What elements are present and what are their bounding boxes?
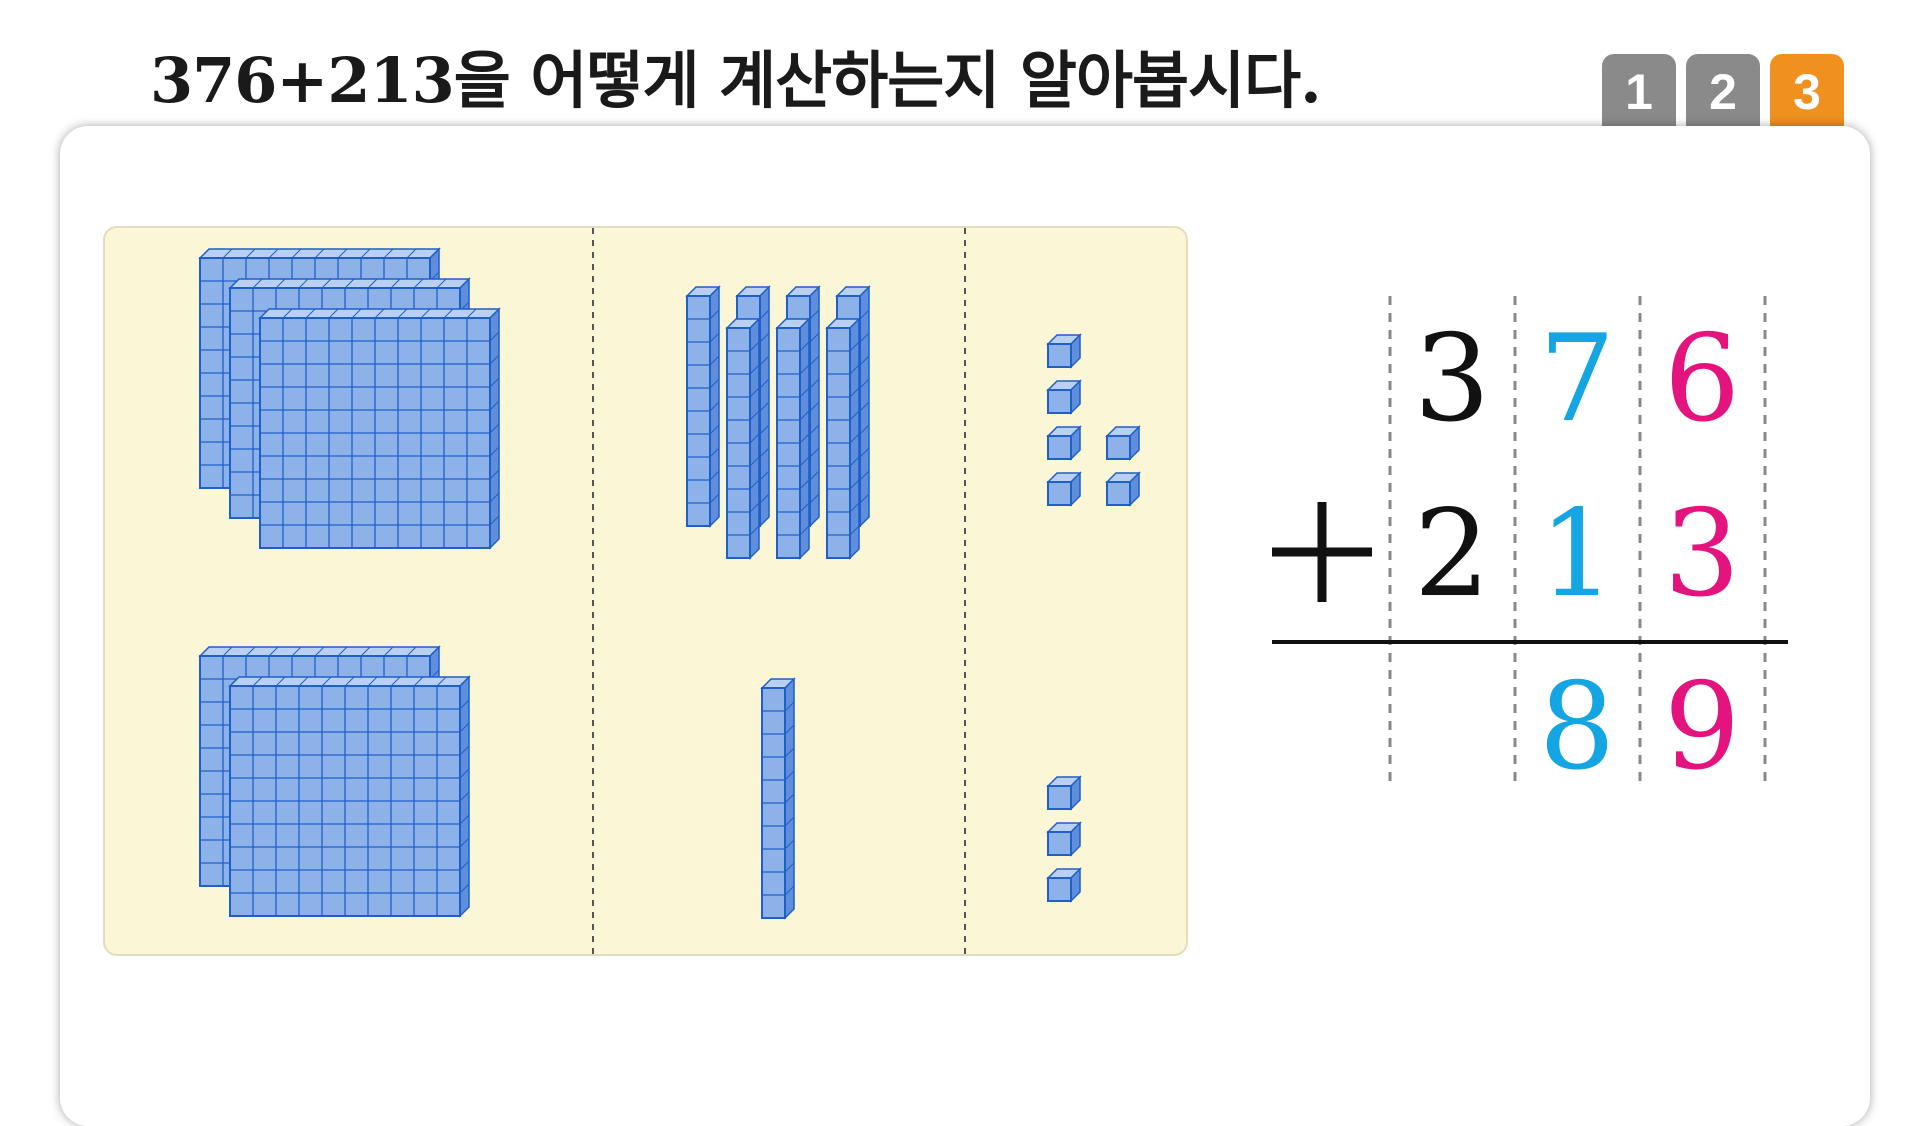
- ten-rod: [685, 285, 721, 528]
- row1-ones-digit: 6: [1664, 310, 1740, 449]
- unit-cube: [1046, 379, 1082, 415]
- unit-cube: [1046, 333, 1082, 369]
- unit-cube: [1046, 471, 1082, 507]
- page-title: 376+213을 어떻게 계산하는지 알아봅시다.: [150, 44, 1322, 117]
- step-tabs: 1 2 3: [1602, 54, 1844, 134]
- hundred-block: [258, 307, 501, 550]
- result-ones-digit: 9: [1664, 658, 1740, 797]
- ten-rod: [760, 677, 796, 920]
- row1-hundreds-digit: 3: [1414, 310, 1490, 449]
- base-ten-blocks-illustration: [198, 228, 1141, 954]
- row2-hundreds-digit: 2: [1414, 485, 1490, 624]
- unit-cube: [1046, 425, 1082, 461]
- step-tab-3[interactable]: 3: [1770, 54, 1844, 134]
- unit-cube: [1046, 821, 1082, 857]
- unit-cube: [1046, 867, 1082, 903]
- unit-cube: [1046, 775, 1082, 811]
- row1-tens-digit: 7: [1539, 310, 1615, 449]
- unit-cube: [1105, 471, 1141, 507]
- base-ten-blocks-panel: [103, 226, 1188, 956]
- step-tab-2[interactable]: 2: [1686, 54, 1760, 134]
- ten-rod: [725, 317, 761, 560]
- plus-sign: [1272, 502, 1372, 602]
- ten-rod: [825, 317, 861, 560]
- unit-cube: [1105, 425, 1141, 461]
- row2-tens-digit: 1: [1539, 485, 1615, 624]
- result-tens-digit: 8: [1539, 658, 1615, 797]
- step-tab-1[interactable]: 1: [1602, 54, 1676, 134]
- hundred-block: [228, 675, 471, 918]
- column-addition: 3 7 6 + 2 1 3 8 9: [1272, 296, 1788, 797]
- row2-ones-digit: 3: [1664, 485, 1740, 624]
- ten-rod: [775, 317, 811, 560]
